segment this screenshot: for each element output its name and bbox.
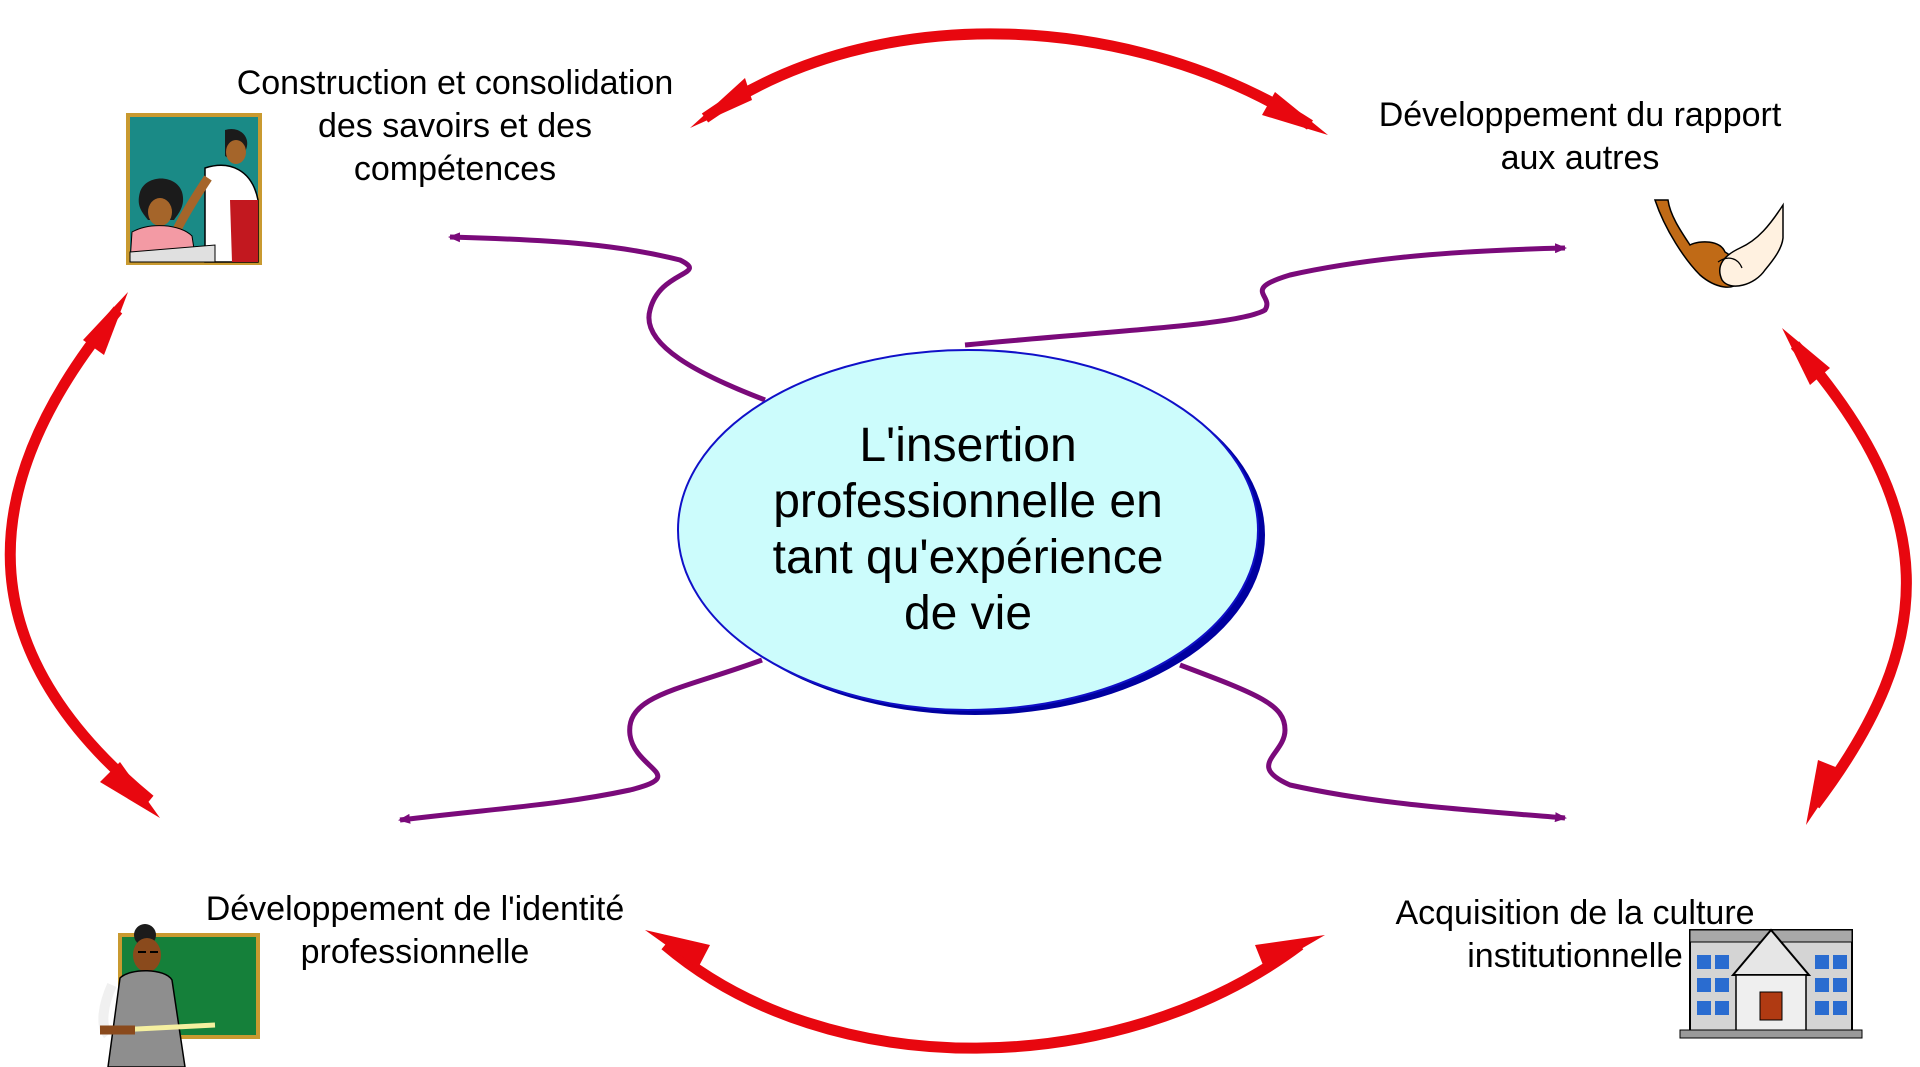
arrowhead bbox=[83, 292, 128, 355]
red-arrow-left bbox=[4, 306, 154, 805]
red-arrows bbox=[4, 28, 1912, 1054]
school-building-icon bbox=[1679, 928, 1863, 1039]
red-arrow-right bbox=[1790, 341, 1912, 809]
node-label-top-right: Développement du rapport aux autres bbox=[1340, 94, 1820, 180]
arrowhead bbox=[645, 930, 710, 968]
label-line: Acquisition de la culture bbox=[1395, 894, 1755, 932]
arrowhead bbox=[1806, 760, 1843, 825]
label-line: institutionnelle bbox=[1467, 937, 1683, 975]
arrowhead bbox=[1262, 92, 1328, 135]
arrowhead bbox=[1782, 328, 1830, 385]
center-line: tant qu'expérience bbox=[772, 531, 1164, 584]
connector-top-left bbox=[448, 232, 766, 403]
arrowhead bbox=[1255, 935, 1325, 970]
node-label-bottom-left: Développement de l'identité professionne… bbox=[170, 888, 660, 974]
connector-bottom-left bbox=[398, 657, 763, 824]
red-arrow-bottom bbox=[661, 940, 1304, 1054]
purple-connectors bbox=[398, 232, 1567, 824]
connector-bottom-right bbox=[1179, 662, 1567, 823]
label-line: Développement de l'identité bbox=[205, 890, 625, 928]
center-title: L'insertion professionnelle en tant qu'e… bbox=[728, 418, 1208, 642]
arrowhead bbox=[690, 78, 752, 128]
teacher-at-blackboard-icon bbox=[98, 924, 260, 1067]
label-line: Construction et consolidation bbox=[236, 64, 674, 102]
label-line: des savoirs et des bbox=[317, 107, 593, 145]
label-line: professionnelle bbox=[300, 933, 530, 971]
label-line: aux autres bbox=[1500, 139, 1660, 177]
central-ellipse bbox=[677, 349, 1265, 715]
label-line: compétences bbox=[353, 150, 557, 188]
connector-top-right bbox=[964, 243, 1567, 348]
center-line: L'insertion bbox=[859, 419, 1077, 472]
center-line: de vie bbox=[903, 587, 1033, 640]
teacher-helping-student-icon bbox=[126, 113, 262, 265]
node-label-top-left: Construction et consolidation des savoir… bbox=[205, 62, 705, 191]
node-label-bottom-right: Acquisition de la culture institutionnel… bbox=[1365, 892, 1785, 978]
red-arrow-top bbox=[701, 28, 1313, 130]
holding-hands-icon bbox=[1653, 199, 1784, 288]
label-line: Développement du rapport bbox=[1378, 96, 1782, 134]
center-line: professionnelle en bbox=[773, 475, 1163, 528]
ellipse-body bbox=[677, 349, 1259, 711]
arrowhead bbox=[100, 762, 160, 818]
